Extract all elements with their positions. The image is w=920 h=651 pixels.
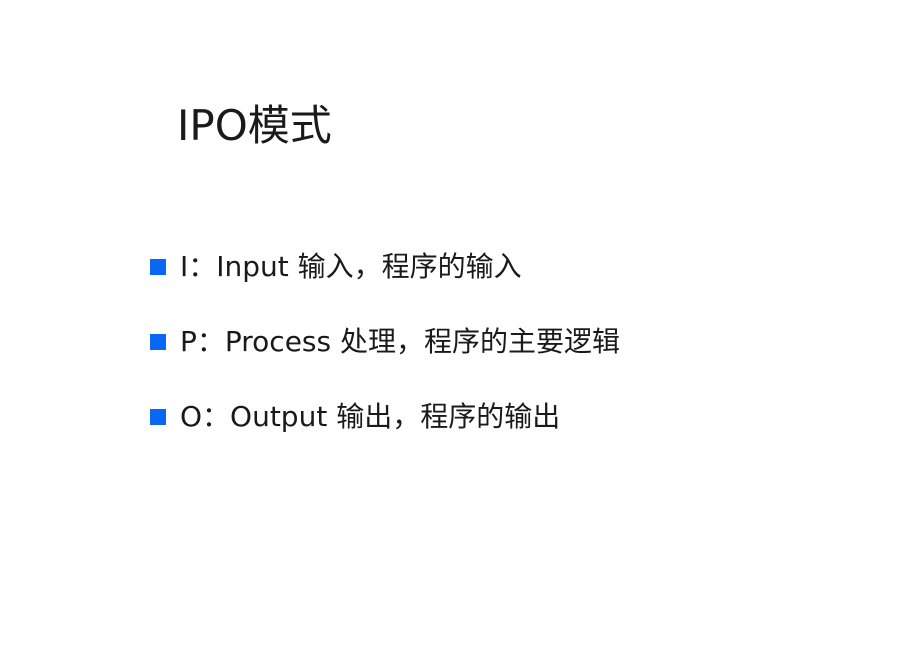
bullet-item-input: I：Input 输入，程序的输入 <box>150 245 620 289</box>
bullet-item-process: P：Process 处理，程序的主要逻辑 <box>150 320 620 364</box>
bullet-text: P：Process 处理，程序的主要逻辑 <box>180 325 621 358</box>
square-bullet-icon <box>150 409 166 425</box>
bullet-text: I：Input 输入，程序的输入 <box>180 250 522 283</box>
slide-title: IPO模式 <box>177 101 332 150</box>
square-bullet-icon <box>150 334 166 350</box>
bullet-item-output: O：Output 输出，程序的输出 <box>150 395 620 439</box>
square-bullet-icon <box>150 259 166 275</box>
bullet-text: O：Output 输出，程序的输出 <box>180 400 561 433</box>
bullet-list: I：Input 输入，程序的输入 P：Process 处理，程序的主要逻辑 O：… <box>150 245 620 470</box>
